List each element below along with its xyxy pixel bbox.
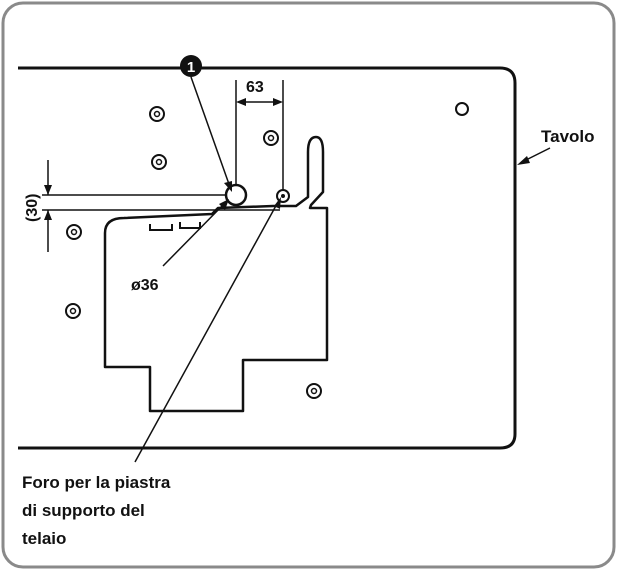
- hole-label-arrow: [274, 197, 281, 209]
- cutout-notch-1: [149, 224, 173, 231]
- cutout-notch-2: [179, 222, 201, 229]
- callout-leader: [190, 76, 231, 188]
- table-outline: [18, 66, 517, 450]
- dim-63-arrow-right: [273, 98, 283, 106]
- table-label: Tavolo: [541, 127, 595, 146]
- dim-30-arrow-top: [44, 185, 52, 195]
- corner-hole: [455, 102, 469, 116]
- hole-label-leader: [134, 201, 279, 463]
- dim-30-arrow-bottom: [44, 210, 52, 220]
- hole-label-line-2: di supporto del: [22, 501, 145, 520]
- bolt-hole-5: [65, 303, 81, 319]
- bolt-hole-1: [149, 106, 165, 122]
- hole-label-line-3: telaio: [22, 529, 66, 548]
- callout-leader-arrow: [224, 181, 232, 192]
- dim-63-arrow-left: [236, 98, 246, 106]
- callout-number: 1: [187, 59, 195, 76]
- dim-30-label: (30): [24, 194, 41, 222]
- bolt-hole-2: [151, 154, 167, 170]
- dim-63-label: 63: [246, 79, 264, 96]
- callout-badge: [180, 55, 202, 77]
- bolt-hole-4: [66, 224, 82, 240]
- diameter-label: ø36: [131, 277, 159, 294]
- bolt-hole-3: [263, 130, 279, 146]
- hole-label-line-1: Foro per la piastra: [22, 473, 171, 492]
- diameter-leader: [162, 203, 225, 267]
- bolt-hole-6: [306, 383, 322, 399]
- table-label-arrow: [517, 156, 530, 165]
- diameter-leader-arrow: [219, 199, 229, 210]
- cutout-outline: [103, 135, 329, 413]
